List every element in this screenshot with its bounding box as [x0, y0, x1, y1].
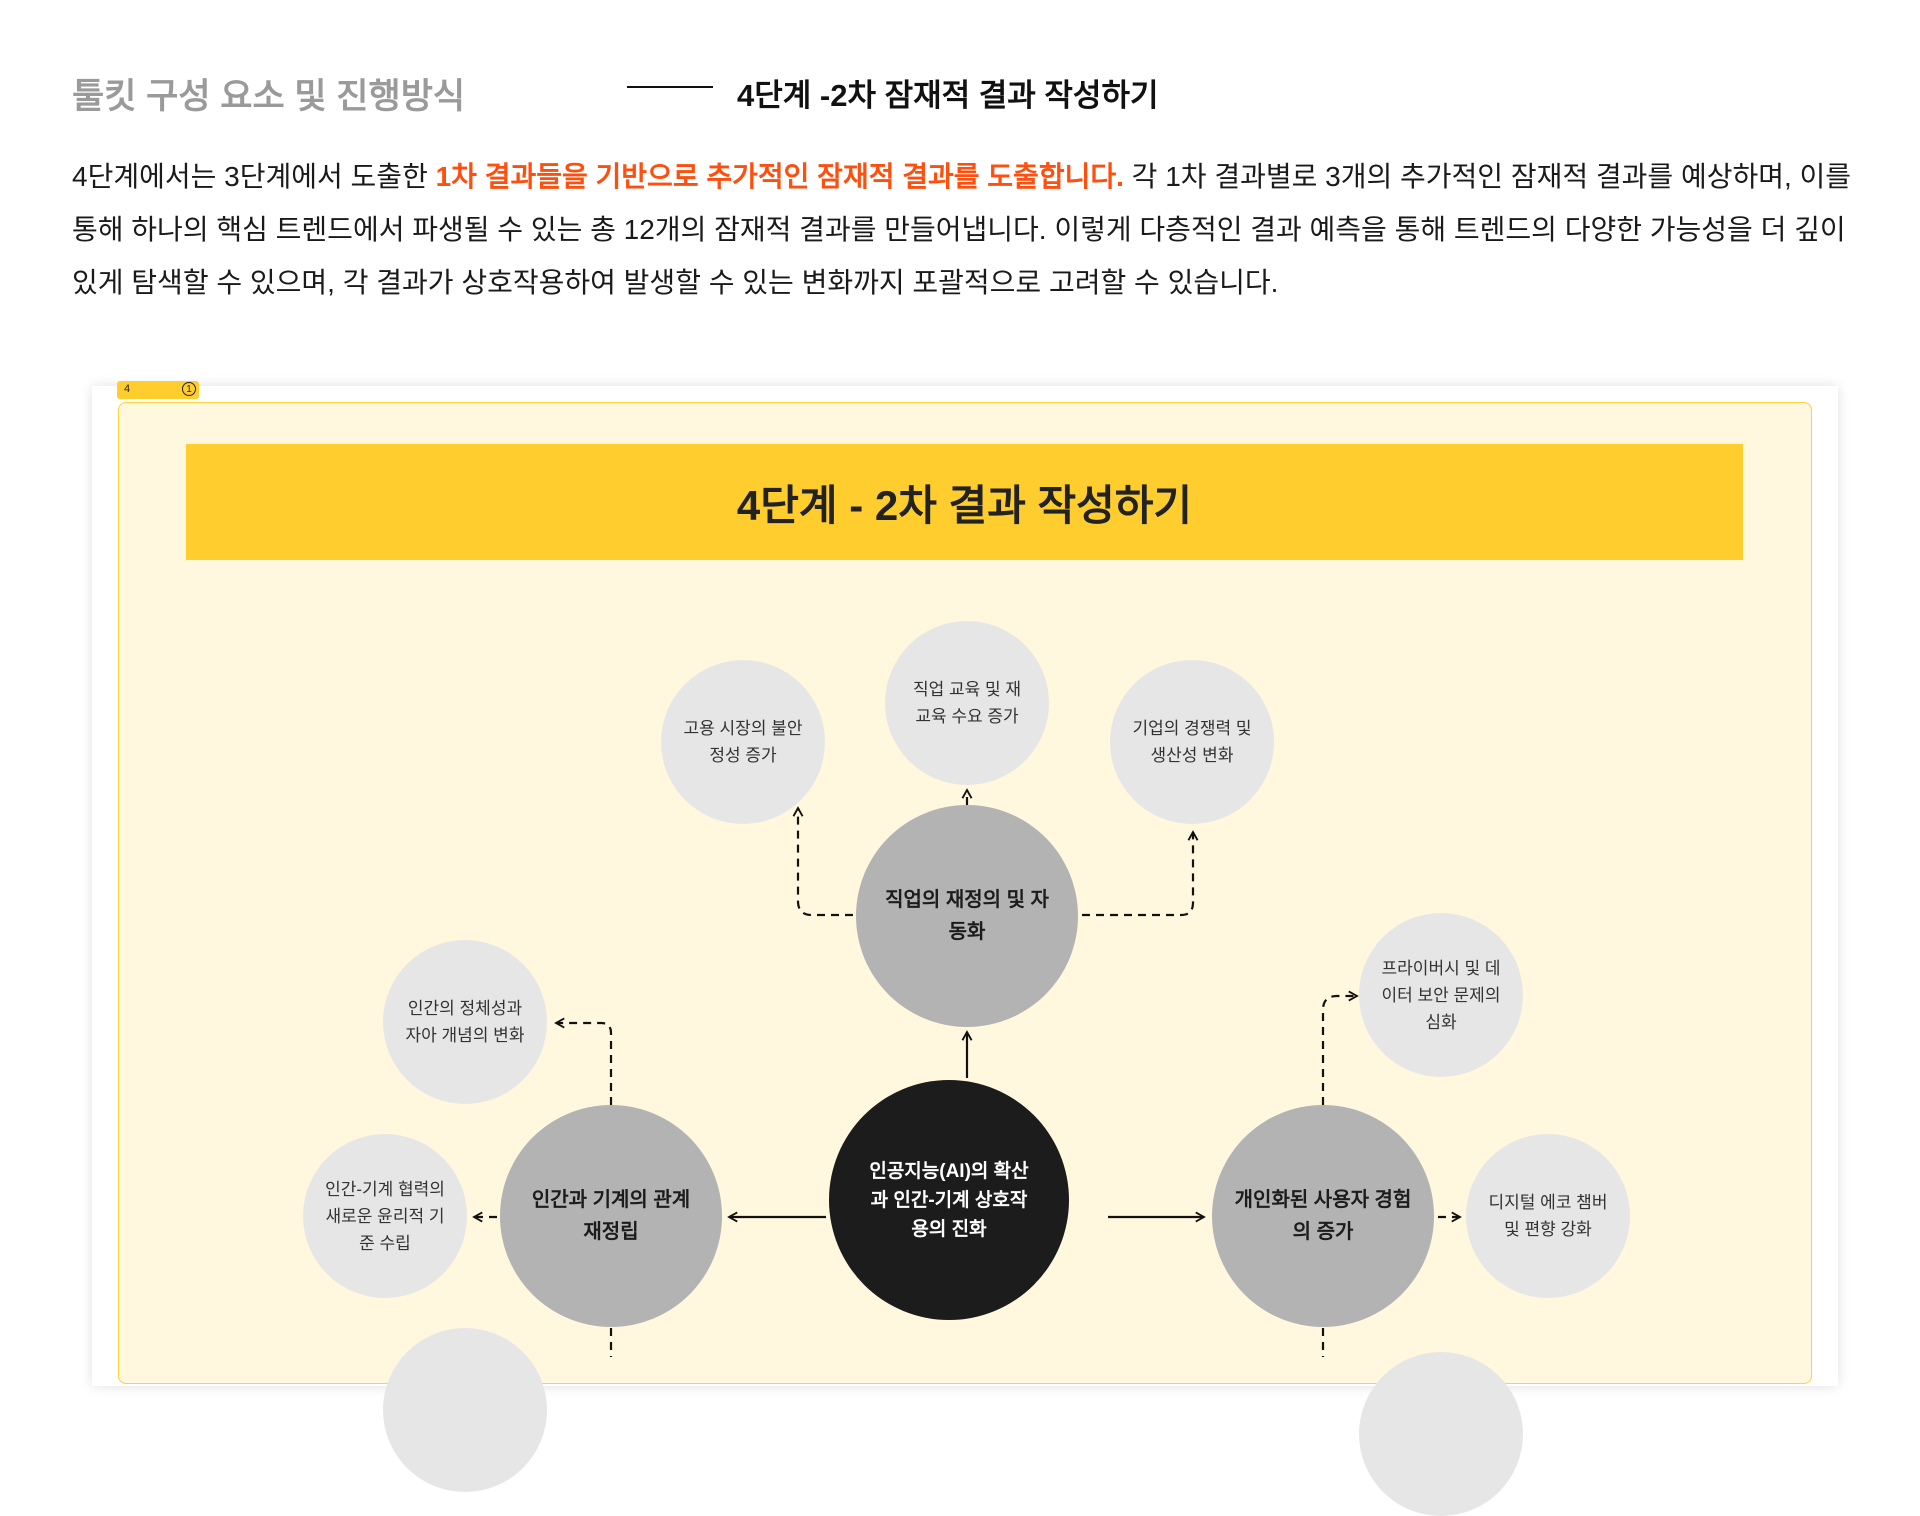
frame-badge-icon: 1 [182, 382, 196, 396]
frame-label[interactable]: 4 1 [117, 381, 199, 399]
secondary-outcome-left-3-partial[interactable] [383, 1328, 547, 1492]
secondary-outcome-left-1[interactable]: 인간의 정체성과 자아 개념의 변화 [383, 940, 547, 1104]
secondary-outcome-label: 디지털 에코 챔버 및 편향 강화 [1488, 1193, 1608, 1239]
secondary-outcome-label: 직업 교육 및 재교육 수요 증가 [912, 680, 1021, 726]
secondary-outcome-right-3-partial[interactable] [1359, 1352, 1523, 1516]
page-header: 툴킷 구성 요소 및 진행방식 4단계 -2차 잠재적 결과 작성하기 [72, 62, 1872, 116]
intro-text-start: 4단계에서는 3단계에서 도출한 [72, 161, 436, 192]
intro-paragraph: 4단계에서는 3단계에서 도출한 1차 결과들을 기반으로 추가적인 잠재적 결… [72, 150, 1862, 309]
secondary-outcome-top-2[interactable]: 직업 교육 및 재교육 수요 증가 [885, 621, 1049, 785]
arrow-right-to-outcome-1 [1321, 996, 1357, 1105]
primary-outcome-right[interactable]: 개인화된 사용자 경험의 증가 [1212, 1105, 1434, 1327]
primary-outcome-right-label: 개인화된 사용자 경험의 증가 [1234, 1189, 1412, 1243]
header-divider-line [627, 86, 713, 88]
secondary-outcome-right-1[interactable]: 프라이버시 및 데이터 보안 문제의 심화 [1359, 913, 1523, 1077]
center-trend-label: 인공지능(AI)의 확산과 인간-기계 상호작용의 진화 [869, 1160, 1029, 1240]
intro-text-end: 각 1차 결과별로 3개의 추가적인 잠재적 결과를 예상하며, 이를 통해 하… [72, 161, 1852, 298]
secondary-outcome-right-2[interactable]: 디지털 에코 챔버 및 편향 강화 [1466, 1134, 1630, 1298]
page-title: 4단계 -2차 잠재적 결과 작성하기 [737, 78, 1159, 113]
secondary-outcome-left-2[interactable]: 인간-기계 협력의 새로운 윤리적 기준 수립 [303, 1134, 467, 1298]
diagram-connectors [0, 0, 1920, 1357]
secondary-outcome-top-1[interactable]: 고용 시장의 불안정성 증가 [661, 660, 825, 824]
banner-title: 4단계 - 2차 결과 작성하기 [736, 481, 1193, 529]
secondary-outcome-top-3[interactable]: 기업의 경쟁력 및 생산성 변화 [1110, 660, 1274, 824]
arrow-top-to-outcome-3 [1082, 832, 1193, 917]
primary-outcome-top-label: 직업의 재정의 및 자동화 [885, 889, 1049, 943]
breadcrumb: 툴킷 구성 요소 및 진행방식 [72, 77, 466, 116]
secondary-outcome-label: 인간의 정체성과 자아 개념의 변화 [405, 999, 525, 1045]
board-banner: 4단계 - 2차 결과 작성하기 [186, 444, 1743, 560]
primary-outcome-left-label: 인간과 기계의 관계 재정립 [531, 1189, 691, 1243]
arrow-top-to-outcome-1 [798, 808, 853, 917]
secondary-outcome-label: 고용 시장의 불안정성 증가 [683, 719, 803, 765]
primary-outcome-left[interactable]: 인간과 기계의 관계 재정립 [500, 1105, 722, 1327]
secondary-outcome-label: 기업의 경쟁력 및 생산성 변화 [1132, 719, 1252, 765]
frame-label-number: 4 [124, 383, 131, 395]
secondary-outcome-label: 인간-기계 협력의 새로운 윤리적 기준 수립 [325, 1179, 445, 1253]
center-trend-node[interactable]: 인공지능(AI)의 확산과 인간-기계 상호작용의 진화 [829, 1080, 1069, 1320]
intro-highlight: 1차 결과들을 기반으로 추가적인 잠재적 결과를 도출합니다. [435, 161, 1124, 192]
arrow-left-to-outcome-1 [556, 1023, 613, 1105]
secondary-outcome-label: 프라이버시 및 데이터 보안 문제의 심화 [1381, 958, 1501, 1032]
primary-outcome-top[interactable]: 직업의 재정의 및 자동화 [856, 805, 1078, 1027]
